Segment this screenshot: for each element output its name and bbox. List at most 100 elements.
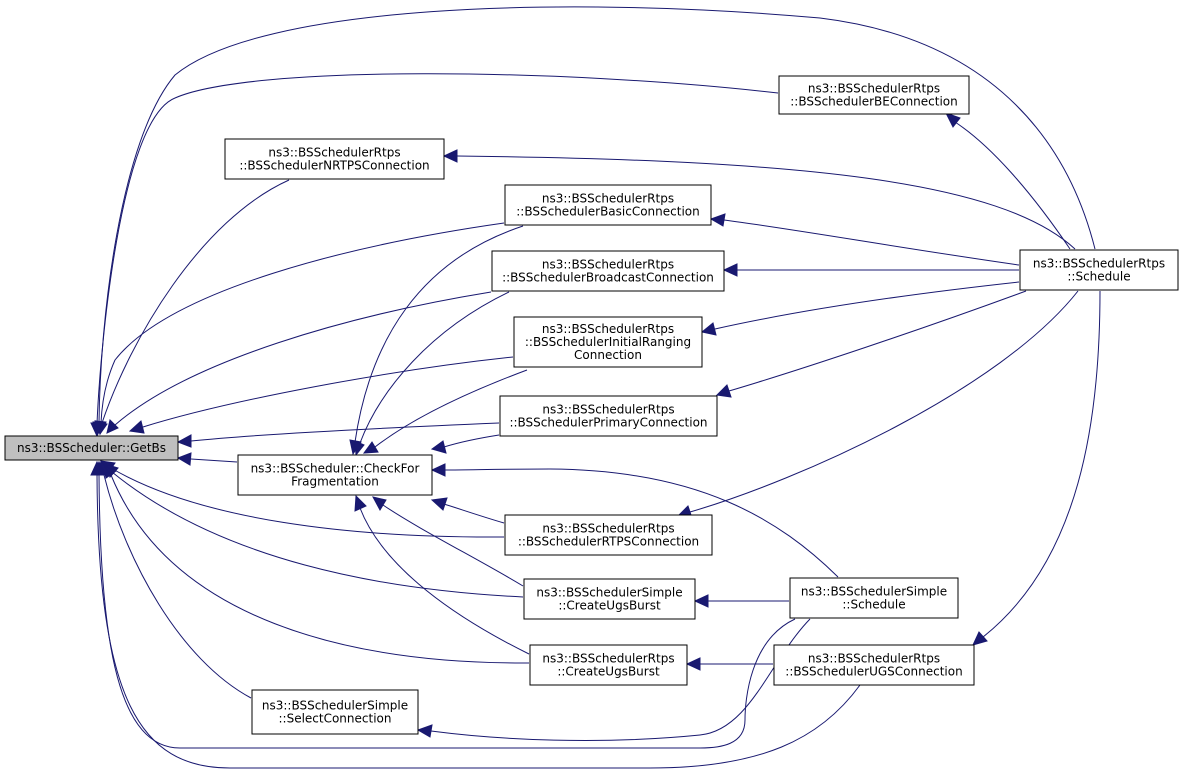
edge-arrowhead [90, 460, 104, 476]
edge-line [190, 458, 238, 463]
edge-rtps_ugsconn-to-rtps_ugsburst [685, 657, 773, 671]
edge-simple_schedule-to-checkfrag [430, 463, 839, 578]
edge-line [101, 179, 290, 424]
edge-line [142, 356, 514, 428]
edge-arrowhead [715, 384, 732, 398]
edge-line [98, 6, 1096, 424]
node-label-line: ::CreateUgsBurst [558, 599, 661, 613]
node-rtps_broadcast[interactable]: ns3::BSSchedulerRtps::BSSchedulerBroadca… [491, 250, 725, 292]
node-rtps_ugsconn[interactable]: ns3::BSSchedulerRtps::BSSchedulerUGSConn… [773, 644, 975, 686]
edge-rtps_schedule-to-rtps_be [944, 112, 1071, 250]
node-label-line: ::BSSchedulerBasicConnection [516, 205, 699, 219]
node-label-line: ::BSSchedulerNRTPSConnection [239, 159, 429, 173]
edge-rtps_broadcast-to-getbs [106, 291, 492, 434]
edge-rtps_ugsconn-to-getbs [90, 460, 861, 769]
node-rtps_be[interactable]: ns3::BSSchedulerRtps::BSSchedulerBEConne… [778, 75, 970, 115]
edge-rtps_schedule-to-rtps_primary [715, 290, 1027, 398]
node-box [1019, 249, 1179, 291]
edge-line [110, 474, 530, 664]
edge-arrowhead [354, 494, 367, 512]
edge-rtps_primary-to-checkfrag [430, 434, 500, 454]
node-layer: ns3::BSScheduler::GetBsns3::BSSchedulerR… [4, 75, 1179, 735]
node-label-line: ns3::BSSchedulerSimple [536, 586, 682, 600]
edge-arrowhead [722, 263, 738, 277]
edge-rtps_schedule-to-rtps_nrtps [442, 149, 1076, 250]
node-box [773, 644, 975, 686]
node-box [4, 435, 179, 461]
node-rtps_schedule[interactable]: ns3::BSSchedulerRtps::Schedule [1019, 249, 1179, 291]
node-label-line: ::BSSchedulerUGSConnection [785, 665, 962, 679]
node-getbs[interactable]: ns3::BSScheduler::GetBs [4, 435, 179, 461]
edge-line [443, 434, 500, 448]
edge-arrowhead [416, 724, 433, 738]
node-rtps_initial[interactable]: ns3::BSSchedulerRtps::BSSchedulerInitial… [513, 316, 703, 368]
node-label-line: ns3::BSScheduler::GetBs [17, 441, 166, 455]
node-label-line: ns3::BSSchedulerRtps [268, 146, 400, 160]
node-rtps_rtps[interactable]: ns3::BSSchedulerRtps::BSSchedulerRTPSCon… [504, 514, 713, 556]
node-box [499, 395, 718, 437]
edge-line [190, 422, 500, 442]
node-label-line: ns3::BSSchedulerRtps [542, 322, 674, 336]
edge-line [354, 225, 524, 443]
node-simple_select[interactable]: ns3::BSSchedulerSimple::SelectConnection [251, 689, 419, 735]
node-label-line: ns3::BSSchedulerRtps [542, 192, 674, 206]
node-box [513, 316, 703, 368]
node-rtps_ugsburst[interactable]: ns3::BSSchedulerRtps::CreateUgsBurst [529, 644, 688, 686]
node-label-line: Connection [574, 348, 642, 362]
edge-line [96, 473, 861, 769]
node-simple_ugs[interactable]: ns3::BSSchedulerSimple::CreateUgsBurst [523, 578, 696, 620]
edge-arrowhead [430, 440, 447, 454]
edge-arrowhead [176, 452, 192, 466]
edge-rtps_schedule-to-rtps_broadcast [722, 263, 1019, 277]
edge-line [382, 504, 524, 587]
edge-line [103, 474, 252, 699]
edge-line [359, 507, 530, 655]
node-label-line: ::BSSchedulerRTPSConnection [518, 535, 699, 549]
node-label-line: ::Schedule [1067, 270, 1130, 284]
edge-line [982, 290, 1101, 638]
edge-rtps_basic-to-getbs [94, 222, 505, 436]
node-label-line: Fragmentation [291, 475, 379, 489]
edge-rtps_broadcast-to-checkfrag [354, 291, 510, 457]
edge-arrowhead [430, 463, 446, 477]
edge-rtps_rtps-to-checkfrag [430, 497, 505, 524]
node-label-line: ::Schedule [842, 598, 905, 612]
edge-rtps_schedule-to-rtps_ugsconn [972, 290, 1101, 646]
edge-line [444, 468, 839, 578]
edge-line [110, 467, 505, 538]
node-box [789, 577, 959, 619]
edge-rtps_schedule-to-getbs [92, 6, 1096, 437]
edge-arrowhead [128, 420, 145, 434]
edge-line [954, 121, 1071, 250]
node-box [523, 578, 696, 620]
edge-line [689, 290, 1079, 513]
edge-arrowhead [176, 434, 192, 448]
node-label-line: ns3::BSSchedulerRtps [542, 403, 674, 417]
node-rtps_basic[interactable]: ns3::BSSchedulerRtps::BSSchedulerBasicCo… [504, 184, 712, 226]
node-box [504, 514, 713, 556]
node-box [251, 689, 419, 735]
edge-line [100, 222, 505, 424]
edge-arrowhead [972, 631, 988, 646]
edge-rtps_ugsburst-to-checkfrag [354, 494, 530, 655]
edge-rtps_schedule-to-rtps_basic [709, 213, 1020, 266]
edge-line [443, 503, 505, 524]
edge-rtps_primary-to-getbs [176, 422, 500, 448]
edge-simple_ugs-to-checkfrag [372, 496, 524, 587]
node-label-line: ns3::BSScheduler::CheckFor [251, 462, 420, 476]
edge-arrowhead [372, 496, 387, 512]
edge-line [96, 73, 779, 425]
node-label-line: ::SelectConnection [278, 712, 391, 726]
node-rtps_primary[interactable]: ns3::BSSchedulerRtps::BSSchedulerPrimary… [499, 395, 718, 437]
node-label-line: ::BSSchedulerBroadcastConnection [502, 271, 714, 285]
node-rtps_nrtps[interactable]: ns3::BSSchedulerRtps::BSSchedulerNRTPSCo… [224, 138, 445, 180]
edge-arrowhead [354, 440, 365, 457]
edge-checkfrag-to-getbs [176, 452, 238, 466]
node-simple_schedule[interactable]: ns3::BSSchedulerSimple::Schedule [789, 577, 959, 619]
node-label-line: ns3::BSSchedulerRtps [1033, 257, 1165, 271]
edge-arrowhead [442, 149, 458, 163]
edge-rtps_nrtps-to-getbs [95, 179, 290, 436]
node-label-line: ::BSSchedulerPrimaryConnection [509, 416, 707, 430]
